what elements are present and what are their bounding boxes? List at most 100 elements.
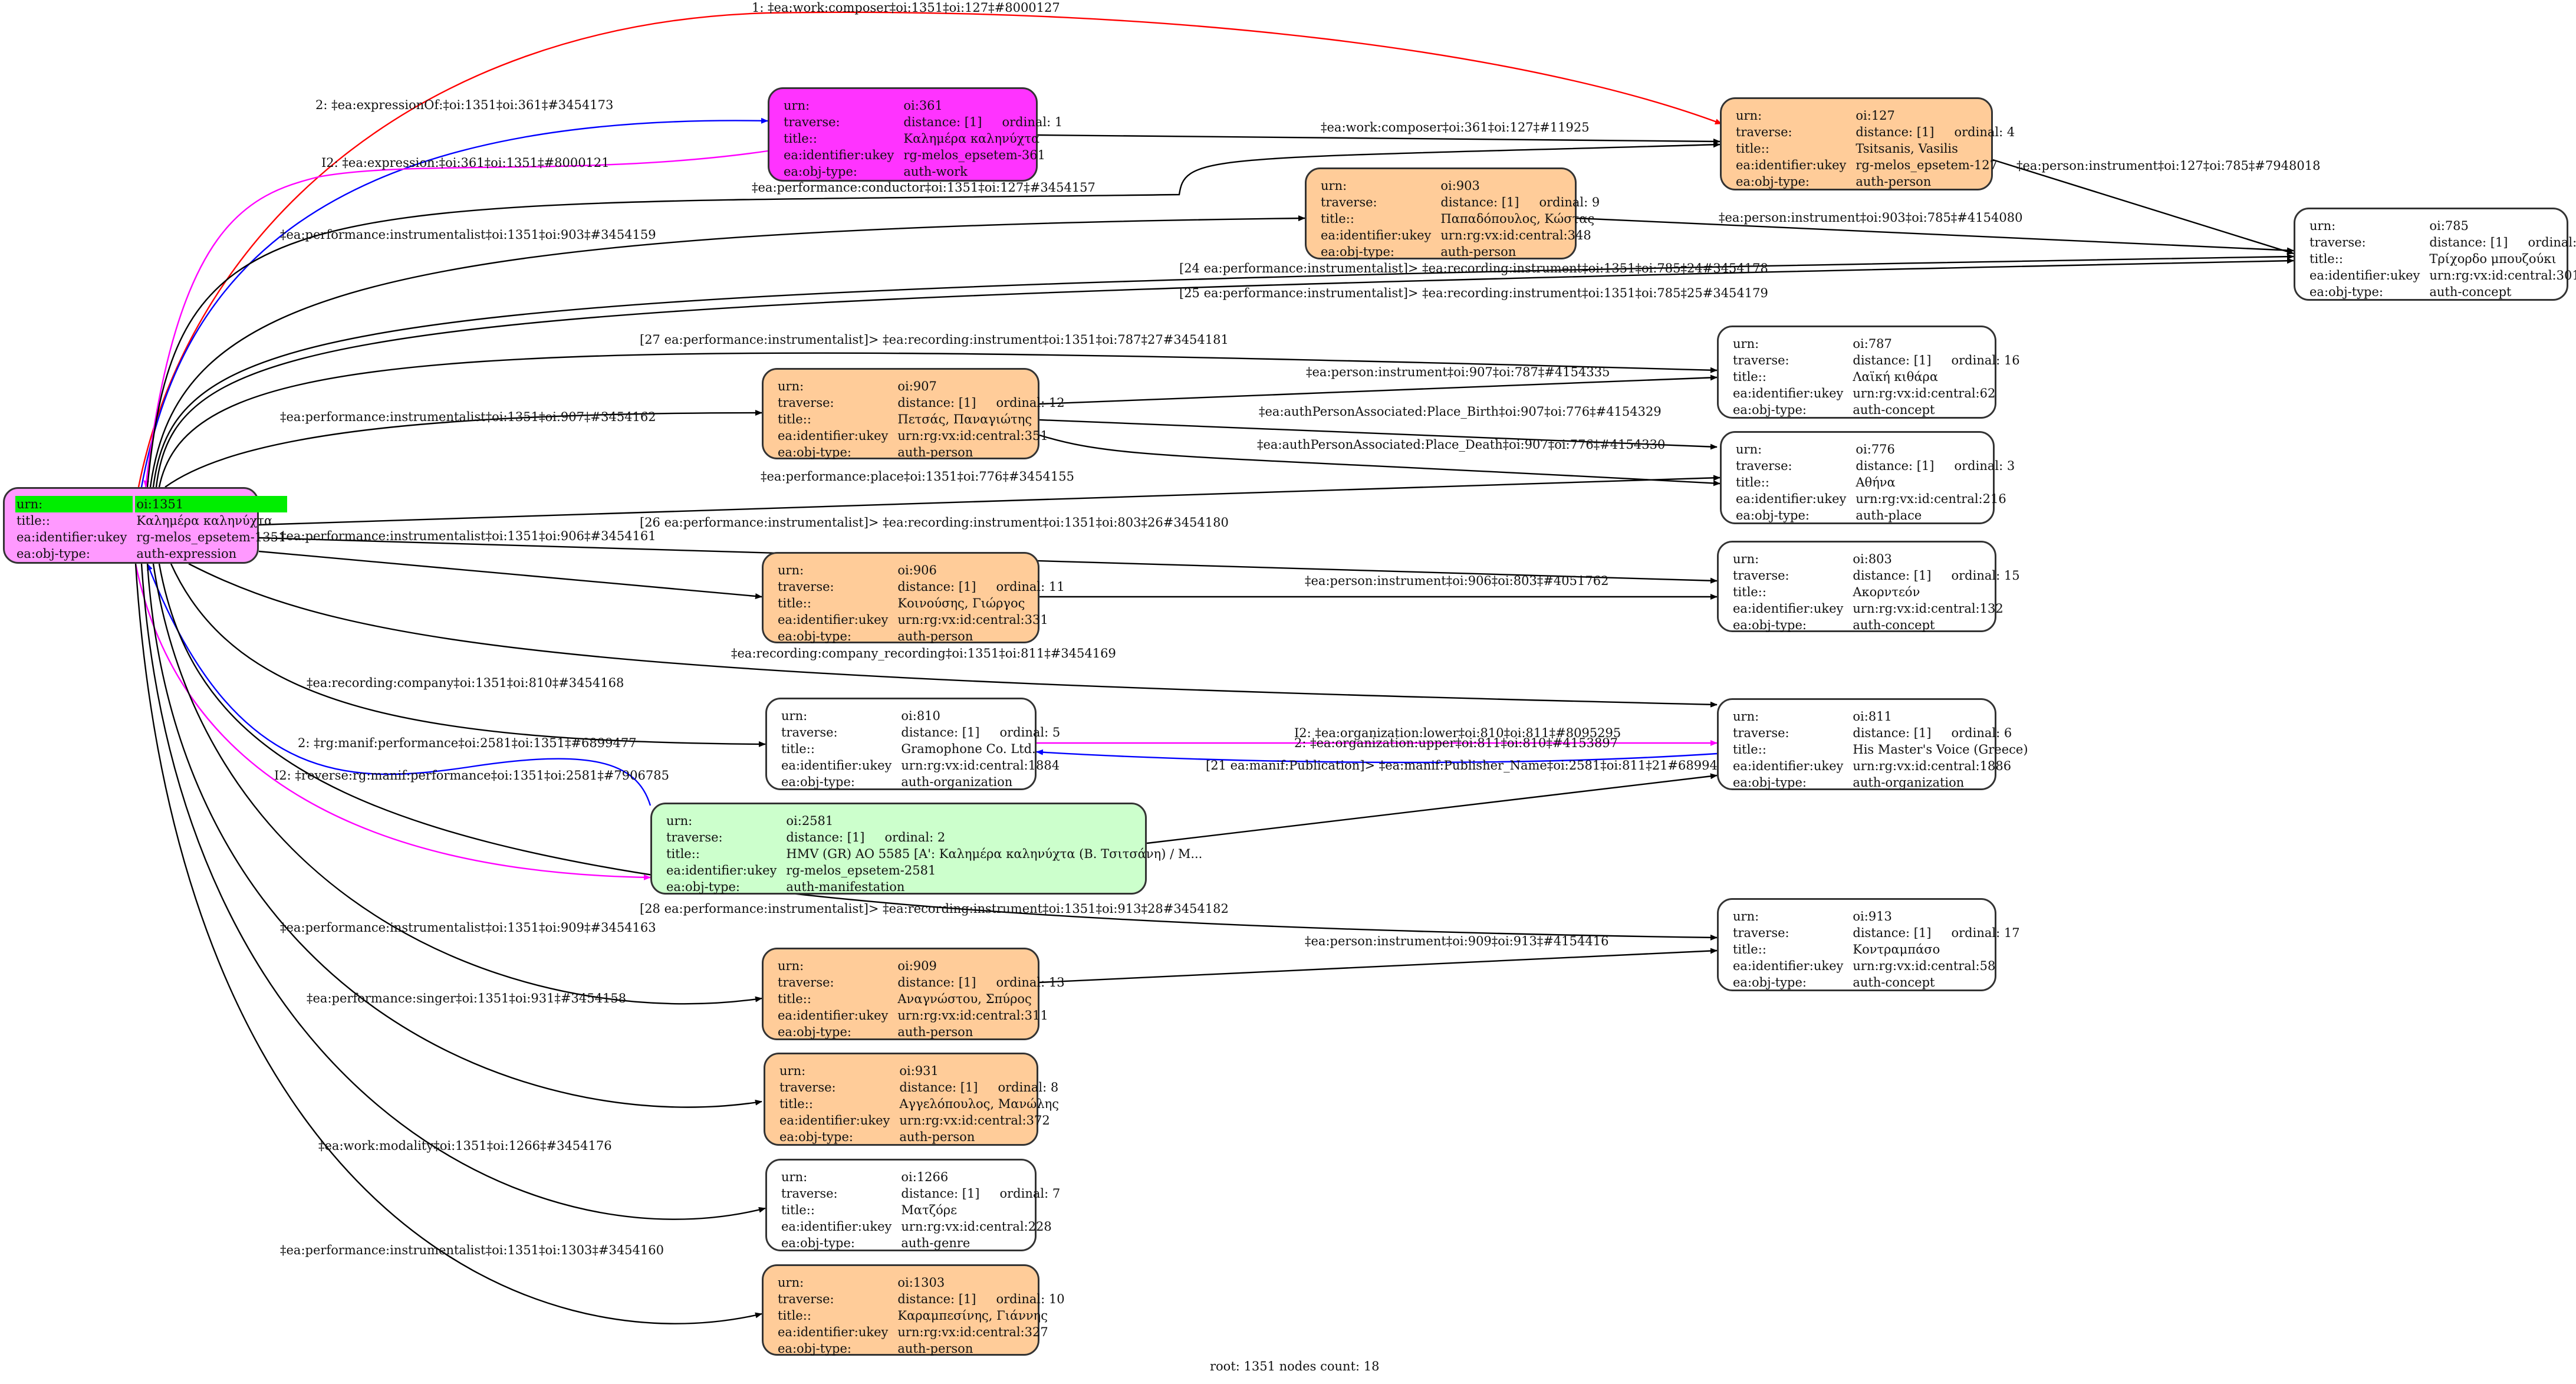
node-value-ukey: urn:rg:vx:id:central:311: [897, 1008, 1048, 1023]
node-key-traverse: traverse:: [781, 725, 838, 739]
node-key-type: ea:obj-type:: [17, 547, 90, 561]
node-value-title: Καραμπεσίνης, Γιάννης: [897, 1309, 1048, 1323]
node-key-urn: urn:: [778, 1275, 804, 1290]
node-key-ukey: ea:identifier:ukey: [781, 1219, 892, 1234]
node-row-traverse: traverse:distance: [1]ordinal: 2: [665, 829, 1203, 846]
node-value-urn: oi:907: [897, 379, 937, 393]
node-key-urn: urn:: [778, 563, 804, 577]
node-value-type: auth-organization: [1853, 775, 1965, 790]
edge-n2581-to-n811: [1146, 773, 1718, 844]
node-ordinal: ordinal: 10: [996, 1292, 1065, 1306]
node-key-ukey: ea:identifier:ukey: [17, 530, 127, 544]
node-key-traverse: traverse:: [1736, 125, 1792, 139]
node-row-traverse: traverse:distance: [1]ordinal: 3: [1735, 458, 2016, 474]
node-ordinal: ordinal: 12: [996, 396, 1065, 410]
node-distance: distance: [1]: [897, 580, 976, 594]
node-key-traverse: traverse:: [778, 1292, 834, 1306]
edge-n1351-to-n810: [170, 563, 766, 747]
node-ordinal: ordinal: 13: [996, 975, 1065, 989]
node-distance: distance: [1]: [897, 396, 976, 410]
node-row-traverse: traverse:distance: [1]ordinal: 16: [1732, 352, 2021, 369]
node-key-traverse: traverse:: [1733, 353, 1789, 367]
edge-n1351-to-n907: [165, 410, 762, 488]
node-row-type: ea:obj-type:auth-concept: [1732, 402, 2021, 418]
node-key-type: ea:obj-type:: [784, 165, 857, 179]
node-value-ukey: urn:rg:vx:id:central:216: [1855, 492, 2006, 506]
node-key-type: ea:obj-type:: [1321, 245, 1394, 259]
edge-n1351-to-n787: [158, 352, 1718, 488]
node-ordinal: ordinal: 7: [999, 1186, 1061, 1201]
node-key-title: title::: [1733, 585, 1766, 599]
node-key-traverse: traverse:: [778, 396, 834, 410]
node-value-ukey: urn:rg:vx:id:central:372: [899, 1113, 1050, 1127]
node-row-urn: urn: oi:906: [777, 562, 1066, 578]
edge-n1351-to-n906: [258, 550, 762, 599]
node-value-urn: oi:931: [899, 1064, 939, 1078]
node-distance: distance: [1]: [901, 1186, 980, 1201]
node-value-urn: oi:785: [2429, 219, 2469, 233]
node-value-ukey: rg-melos_epsetem-361: [903, 148, 1045, 162]
node-row-title: title::Καλημέρα καληνύχτα: [15, 512, 287, 529]
node-value-type: auth-concept: [1853, 403, 1935, 417]
node-key-type: ea:obj-type:: [1736, 508, 1810, 522]
node-row-type: ea:obj-type:auth-expression: [15, 545, 287, 562]
node-value-traverse: distance: [1]ordinal: 10: [896, 1291, 1065, 1307]
node-key-title: title::: [17, 514, 50, 528]
node-key-ukey: ea:identifier:ukey: [1736, 492, 1847, 506]
node-value-traverse: distance: [1]ordinal: 4: [1854, 124, 2016, 140]
node-value-type: auth-person: [899, 1130, 975, 1144]
node-row-traverse: traverse:distance: [1]ordinal: 6: [1732, 725, 2029, 741]
node-key-type: ea:obj-type:: [779, 1130, 853, 1144]
node-value-type: auth-organization: [901, 775, 1013, 789]
node-key-urn: urn:: [1736, 442, 1762, 456]
node-value-title: Tsitsanis, Vasilis: [1855, 142, 1958, 156]
node-value-ukey: urn:rg:vx:id:central:1886: [1853, 759, 2012, 773]
node-value-urn: oi:1303: [897, 1275, 945, 1290]
node-key-urn: urn:: [2309, 219, 2336, 233]
node-key-urn: urn:: [1733, 709, 1759, 724]
node-value-title: Κοινούσης, Γιώργος: [897, 596, 1025, 610]
node-key-ukey: ea:identifier:ukey: [778, 613, 889, 627]
node-key-urn: urn:: [784, 98, 810, 113]
node-key-ukey: ea:identifier:ukey: [1321, 228, 1432, 242]
node-key-urn: urn:: [1733, 337, 1759, 351]
node-value-traverse: distance: [1]ordinal: 1: [902, 114, 1064, 130]
graph-node[interactable]: urn: oi:1303 traverse: distance: [1]ordinal…: [762, 1264, 1065, 1356]
edge-label: [24 ea:performance:instrumentalist]> ‡ea…: [1179, 261, 1768, 275]
node-value-urn: oi:906: [897, 563, 937, 577]
node-value-title: Κοντραμπάσο: [1853, 942, 1940, 956]
node-value-urn: oi:903: [1440, 179, 1480, 193]
node-key-traverse: traverse:: [1321, 195, 1377, 209]
node-key-urn: urn:: [1736, 109, 1762, 123]
edge-label: ‡ea:work:modality‡oi:1351‡oi:1266‡#34541…: [318, 1139, 612, 1153]
node-ordinal: ordinal: 11: [996, 580, 1065, 594]
edge-label: [25 ea:performance:instrumentalist]> ‡ea…: [1179, 286, 1768, 300]
edge-label: I2: ‡reverse:rg:manif:performance‡oi:135…: [274, 768, 669, 783]
